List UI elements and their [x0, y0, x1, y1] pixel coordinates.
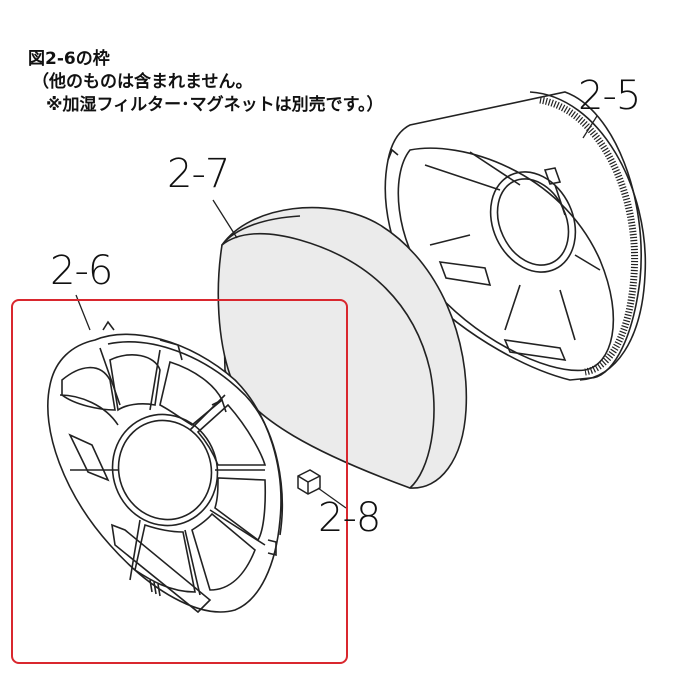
leader-lines — [75, 115, 598, 509]
humidifier-filter-part-2-7 — [217, 206, 468, 489]
caption-note-sold-separately: ※加湿フィルター･マグネットは別売です。） — [46, 95, 384, 115]
toothed-ring — [539, 96, 639, 376]
rear-frame-part-2-5 — [384, 91, 647, 381]
magnet-part-2-8 — [297, 469, 321, 495]
label-2-5: 2-5 — [578, 73, 641, 119]
front-frame-part-2-6 — [47, 320, 283, 614]
caption-title: 図2-6の枠 — [28, 49, 110, 69]
caption-note: （他のものは含まれません。 — [32, 72, 253, 92]
label-2-7: 2-7 — [167, 151, 230, 197]
highlight-frame — [11, 299, 348, 664]
label-2-6: 2-6 — [50, 248, 113, 294]
label-2-8: 2-8 — [318, 495, 381, 541]
figure-caption: 図2-6の枠 （他のものは含まれません。 ※加湿フィルター･マグネットは別売です… — [28, 48, 384, 117]
